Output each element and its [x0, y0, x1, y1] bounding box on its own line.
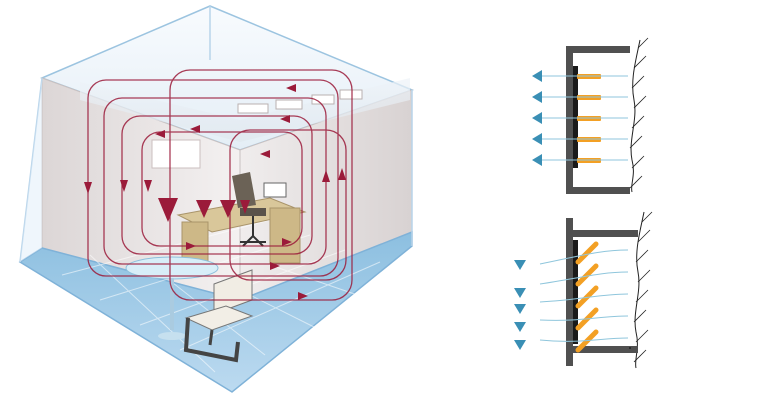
detail-top: [532, 37, 649, 194]
airflow-arrow: [120, 180, 128, 192]
airflow-arrow: [186, 242, 196, 250]
airflow-loop: [169, 69, 353, 301]
ceiling-vents: [237, 89, 363, 114]
flow-arrow: [532, 91, 542, 103]
flow-lines-bottom: [539, 249, 629, 342]
louvres-horizontal: [577, 74, 601, 163]
cantilever-chair: [183, 269, 254, 363]
flow-arrow: [514, 340, 526, 350]
frame-top: [566, 46, 630, 53]
louvre: [575, 241, 599, 265]
frame-bottom: [566, 346, 638, 353]
wall-window: [151, 139, 201, 169]
airflow-arrow: [286, 84, 296, 92]
frame-vertical: [566, 46, 573, 194]
airflow-arrow: [270, 262, 280, 270]
flow-arrow: [514, 288, 526, 298]
flow-lines-top: [540, 75, 628, 161]
airflow-loop: [87, 79, 339, 277]
flow-arrows-top: [532, 70, 542, 166]
airflow-arrow: [282, 238, 292, 246]
wall-section-edge: [630, 39, 641, 193]
flow-arrow: [514, 260, 526, 270]
airflow-loop: [141, 131, 303, 247]
front-glass-left: [20, 78, 42, 262]
desk-panel: [181, 221, 209, 263]
airflow-arrow: [155, 130, 165, 138]
furniture: [125, 172, 307, 363]
frame-bottom: [566, 187, 630, 194]
airflow-arrow: [322, 170, 330, 182]
flow-arrows-bottom: [514, 260, 526, 350]
frame-top: [566, 230, 638, 237]
airflow-arrow: [220, 200, 236, 218]
flow-arrow: [532, 70, 542, 82]
airflow-arrow: [338, 168, 346, 180]
frame-inner: [573, 240, 578, 344]
wall-hatching: [629, 37, 649, 189]
laptop: [263, 182, 287, 198]
flow-arrow: [532, 154, 542, 166]
office-chair: [232, 172, 256, 208]
airflow-arrow: [144, 180, 152, 192]
airflow-arrow-large: [158, 198, 178, 222]
frame-inner: [573, 66, 578, 168]
flow-arrow: [514, 304, 526, 314]
airflow-arrows: [84, 84, 346, 300]
airflow-arrow: [190, 125, 200, 133]
flow-arrow: [532, 112, 542, 124]
flow-arrow: [532, 133, 542, 145]
room-cube: [18, 5, 415, 393]
airflow-arrow: [280, 115, 290, 123]
airflow-arrow: [196, 200, 212, 218]
chair-seat: [240, 208, 266, 216]
airflow-arrow: [298, 292, 308, 300]
louvre: [575, 263, 599, 287]
airflow-arrow: [84, 182, 92, 194]
ceiling-soffit: [80, 78, 410, 142]
frame-vertical: [566, 218, 573, 366]
wall-hatching: [633, 211, 653, 363]
desk-drawer: [269, 207, 301, 264]
airflow-arrow: [240, 200, 250, 214]
flow-arrow: [514, 322, 526, 332]
airflow-arrow: [260, 150, 270, 158]
detail-bottom: [514, 211, 653, 369]
